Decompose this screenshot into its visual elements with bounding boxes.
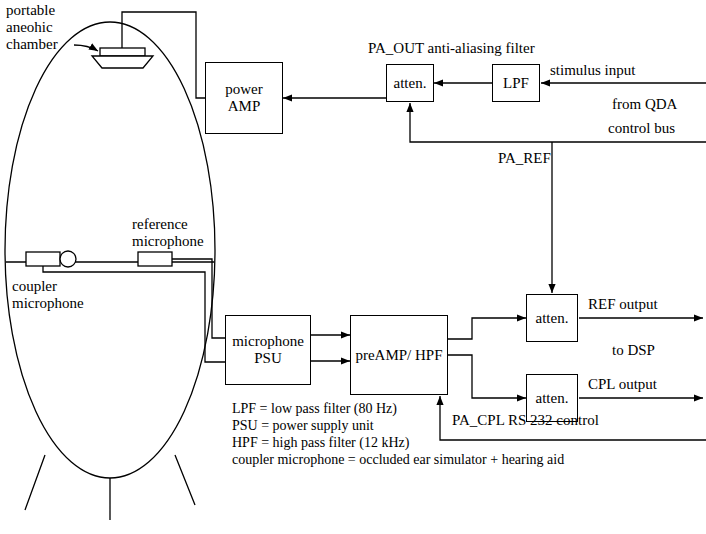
signal-label: PA_REF (498, 150, 551, 167)
signal-label: PA_OUT anti-aliasing filter (368, 40, 535, 57)
signal-label: control bus (608, 120, 675, 137)
signal-label: reference microphone (132, 216, 212, 250)
signal-label: CPL output (588, 376, 657, 393)
chamber-outline (5, 22, 215, 478)
box-label: atten. (536, 390, 569, 407)
signal-connector (434, 82, 492, 83)
coupler-mic-wire (43, 266, 225, 362)
signal-label: coupler microphone (12, 278, 98, 312)
legend-note: HPF = high pass filter (12 kHz) (232, 434, 409, 451)
chamber-legs (25, 455, 195, 520)
legend-note: LPF = low pass filter (80 Hz) (232, 400, 397, 417)
speaker-symbol (92, 56, 153, 68)
box-label: LPF (503, 75, 529, 92)
box-label: microphone PSU (229, 333, 307, 367)
signal-label: stimulus input (550, 62, 635, 79)
box-label: power AMP (209, 81, 279, 115)
signal-connector (311, 334, 350, 335)
pa-ref-wire (551, 142, 552, 293)
stimulus-wire (541, 82, 706, 83)
coupler-microphone-symbol (60, 251, 76, 267)
signal-connector (448, 355, 526, 398)
box-label: atten. (394, 75, 427, 92)
speaker-symbol (100, 48, 145, 56)
cpl-output-wire (579, 397, 703, 398)
ref-output-wire (579, 317, 703, 318)
signal-connector (283, 97, 386, 98)
attenuator-box: atten. (526, 294, 578, 342)
legend-note: PSU = power supply unit (232, 417, 374, 434)
attenuator-box: atten. (386, 64, 434, 102)
reference-mic-wire (172, 259, 225, 338)
power-supply-box: microphone PSU (225, 315, 311, 385)
coupler-microphone-symbol (26, 252, 60, 266)
filter-box: LPF (492, 64, 540, 102)
preamp-box: preAMP/ HPF (350, 315, 448, 395)
signal-connector (311, 360, 350, 361)
signal-label: portable aneohic chamber (6, 2, 86, 53)
leader-line (74, 45, 98, 51)
signal-label: to DSP (612, 342, 655, 359)
signal-connector (448, 318, 526, 339)
signal-label: PA_CPL RS 232 control (452, 412, 599, 429)
legend-note: coupler microphone = occluded ear simula… (232, 451, 564, 468)
signal-label: REF output (588, 296, 658, 313)
reference-microphone-symbol (138, 252, 172, 266)
signal-label: from QDA (612, 96, 677, 113)
box-label: preAMP/ HPF (355, 347, 442, 364)
amplifier-box: power AMP (205, 62, 283, 134)
box-label: atten. (536, 310, 569, 327)
